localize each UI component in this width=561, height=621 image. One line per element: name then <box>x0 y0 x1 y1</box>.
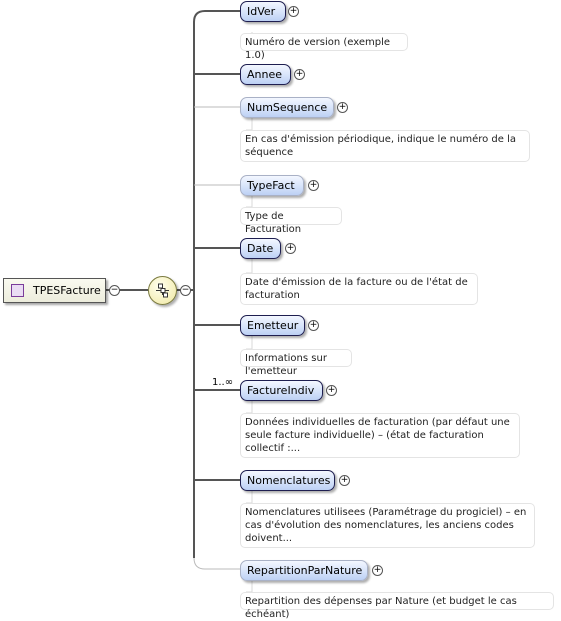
expand-typefact-icon[interactable]: + <box>308 180 319 191</box>
expand-factureindiv-icon[interactable]: + <box>326 385 337 396</box>
element-nomenclatures[interactable]: Nomenclatures <box>240 470 335 491</box>
element-date[interactable]: Date <box>240 238 281 259</box>
expand-annee-icon[interactable]: + <box>294 69 305 80</box>
collapse-root-icon[interactable]: − <box>109 285 120 296</box>
element-typefact[interactable]: TypeFact <box>240 175 304 196</box>
element-annee[interactable]: Annee <box>240 64 291 85</box>
element-emetteur[interactable]: Emetteur <box>240 315 305 336</box>
element-numsequence[interactable]: NumSequence <box>240 97 334 118</box>
doc-idver: Numéro de version (exemple 1.0) <box>240 33 408 61</box>
element-factureindiv[interactable]: FactureIndiv <box>240 380 323 401</box>
doc-repartitionparnature: Repartition des dépenses par Nature (et … <box>240 592 554 620</box>
root-element-tpesfacture[interactable]: TPESFacture <box>3 278 106 303</box>
root-label: TPESFacture <box>33 284 101 297</box>
element-icon <box>11 284 24 297</box>
element-idver[interactable]: IdVer <box>240 1 286 22</box>
doc-factureindiv: Données individuelles de facturation (pa… <box>240 413 520 458</box>
expand-emetteur-icon[interactable]: + <box>308 320 319 331</box>
doc-nomenclatures: Nomenclatures utilisees (Paramétrage du … <box>240 503 535 548</box>
element-label: Nomenclatures <box>247 474 331 487</box>
element-repartitionparnature[interactable]: RepartitionParNature <box>240 560 368 581</box>
element-label: Emetteur <box>247 319 299 332</box>
expand-repartitionparnature-icon[interactable]: + <box>372 565 383 576</box>
doc-date: Date d'émission de la facture ou de l'ét… <box>240 273 478 305</box>
element-label: FactureIndiv <box>247 384 315 397</box>
element-label: IdVer <box>247 5 276 18</box>
expand-numsequence-icon[interactable]: + <box>337 102 348 113</box>
doc-numsequence: En cas d'émission périodique, indique le… <box>240 130 530 162</box>
element-label: NumSequence <box>247 101 328 114</box>
doc-emetteur: Informations sur l'emetteur <box>240 349 352 377</box>
sequence-compositor-icon[interactable] <box>148 276 177 305</box>
element-label: Date <box>247 242 274 255</box>
cardinality-label: 1..∞ <box>212 377 234 388</box>
doc-typefact: Type de Facturation <box>240 207 342 235</box>
element-label: RepartitionParNature <box>247 564 363 577</box>
expand-idver-icon[interactable]: + <box>288 6 299 17</box>
expand-date-icon[interactable]: + <box>285 243 296 254</box>
collapse-sequence-icon[interactable]: − <box>180 285 191 296</box>
element-label: Annee <box>247 68 283 81</box>
expand-nomenclatures-icon[interactable]: + <box>339 475 350 486</box>
element-label: TypeFact <box>247 179 295 192</box>
